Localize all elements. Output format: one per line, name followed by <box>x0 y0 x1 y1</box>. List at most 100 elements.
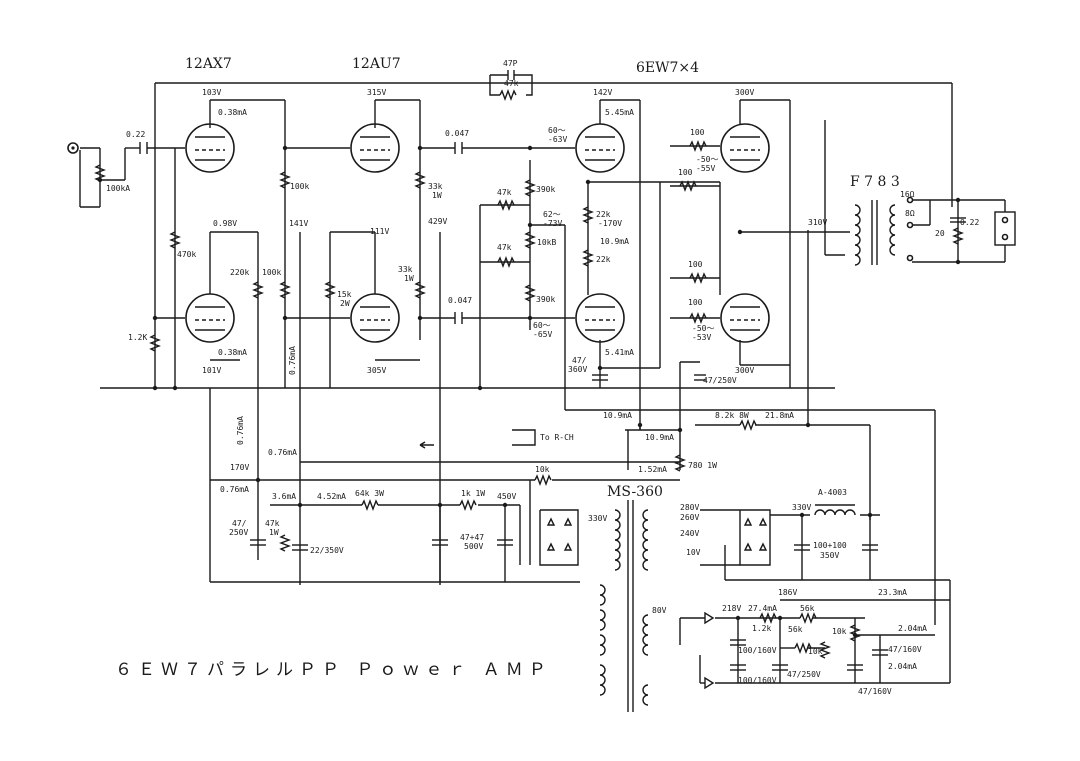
resistor-vr-in <box>94 164 106 182</box>
label: 0.047 <box>445 129 469 138</box>
label: -50～ <box>696 155 718 164</box>
wiring <box>79 82 1006 684</box>
junction <box>282 315 288 321</box>
label: 47/160V <box>858 687 892 696</box>
label: 220k <box>230 268 249 277</box>
junction <box>152 315 158 321</box>
label: 64k 3W <box>355 489 384 498</box>
resistor-56k-b <box>794 642 812 654</box>
label: 0.76mA <box>268 448 297 457</box>
label: 170V <box>230 463 249 472</box>
label: 1.2k <box>752 624 771 633</box>
label: 0.047 <box>448 296 472 305</box>
label: 390k <box>536 185 555 194</box>
label: 10V <box>686 548 701 557</box>
rch-arrows <box>419 429 536 449</box>
label: 1W <box>404 274 414 283</box>
label: -170V <box>598 219 622 228</box>
label: 1W <box>269 528 279 537</box>
label: 23.3mA <box>878 588 907 597</box>
label: 47k <box>265 519 280 528</box>
resistor-20 <box>952 227 964 245</box>
label: 10kB <box>537 238 556 247</box>
label: -65V <box>533 330 552 339</box>
label: 27.4mA <box>748 604 777 613</box>
label: 8.2k 8W <box>715 411 749 420</box>
label: 390k <box>536 295 555 304</box>
label: 101V <box>202 366 221 375</box>
label: 47/ <box>232 519 247 528</box>
junction <box>677 427 683 433</box>
capacitor-047a <box>454 142 463 154</box>
junction <box>527 315 533 321</box>
label: 300V <box>735 88 754 97</box>
label: 22/350V <box>310 546 344 555</box>
label: 103V <box>202 88 221 97</box>
label: -55V <box>696 164 715 173</box>
junction <box>799 512 805 518</box>
tap-16-label: 16Ω <box>900 190 915 199</box>
label: 2.04mA <box>888 662 917 671</box>
label: 56k <box>788 625 803 634</box>
output-transformer <box>854 196 914 266</box>
label: 330V <box>792 503 811 512</box>
label: 1.52mA <box>638 465 667 474</box>
label: 3.6mA <box>272 492 296 501</box>
resistor-470k <box>169 231 181 249</box>
label: 10.9mA <box>603 411 632 420</box>
resistor-12k <box>759 612 777 624</box>
junction <box>282 145 288 151</box>
label: 0.76mA <box>236 416 245 445</box>
label: 0.38mA <box>218 108 247 117</box>
junction <box>477 385 483 391</box>
label: 100k <box>262 268 281 277</box>
junction <box>297 502 303 508</box>
label: 315V <box>367 88 386 97</box>
label: 260V <box>680 513 699 522</box>
junction <box>735 615 741 621</box>
junction <box>417 145 423 151</box>
label: 100/160V <box>738 646 777 655</box>
resistor-100-c <box>689 272 707 284</box>
junction <box>805 422 811 428</box>
label: 60～ <box>548 126 566 135</box>
resistor-47k-b <box>497 256 515 268</box>
resistor-33k-b <box>414 281 426 299</box>
junction <box>152 385 158 391</box>
label: 15k <box>337 290 352 299</box>
resistor-100k-a <box>279 171 291 189</box>
label: 1k 1W <box>461 489 485 498</box>
tube-12au7-b <box>350 293 400 343</box>
label: 47k <box>497 243 512 252</box>
resistor-56k-a <box>799 612 817 624</box>
tube-12ax7-b <box>185 293 235 343</box>
label: 305V <box>367 366 386 375</box>
capacitor-47-250 <box>694 374 706 381</box>
junctions <box>97 145 961 638</box>
junction <box>585 179 591 185</box>
labels: 12AX7 12AU7 6EW7×4 F 7 8 3 MS-360 A-4003… <box>106 56 979 696</box>
junction <box>527 222 533 228</box>
label: 300V <box>735 366 754 375</box>
resistor-vr-10k-b <box>819 641 831 659</box>
label: 60～ <box>533 321 551 330</box>
capacitor-input <box>139 142 148 154</box>
label: 100+100 <box>813 541 847 550</box>
capacitor-100-160a <box>730 639 746 646</box>
choke-coil <box>814 504 856 516</box>
capacitor-47-360 <box>592 374 608 381</box>
label: 47/ <box>572 356 587 365</box>
tube-6ew7-d <box>720 293 770 343</box>
label: 218V <box>722 604 741 613</box>
tube-label-12ax7: 12AX7 <box>185 56 232 72</box>
label: 1.2K <box>128 333 147 342</box>
label: 2W <box>340 299 350 308</box>
capacitor-022-out <box>950 217 966 223</box>
label: 47+47 <box>460 533 484 542</box>
resistor-780 <box>674 454 686 472</box>
resistor-22k-a <box>582 206 594 224</box>
input-jack <box>67 142 79 154</box>
junction <box>527 145 533 151</box>
page-title: ６ＥＷ７パラレルＰＰ Ｐｏｗｅｒ ＡＭＰ <box>115 660 552 680</box>
